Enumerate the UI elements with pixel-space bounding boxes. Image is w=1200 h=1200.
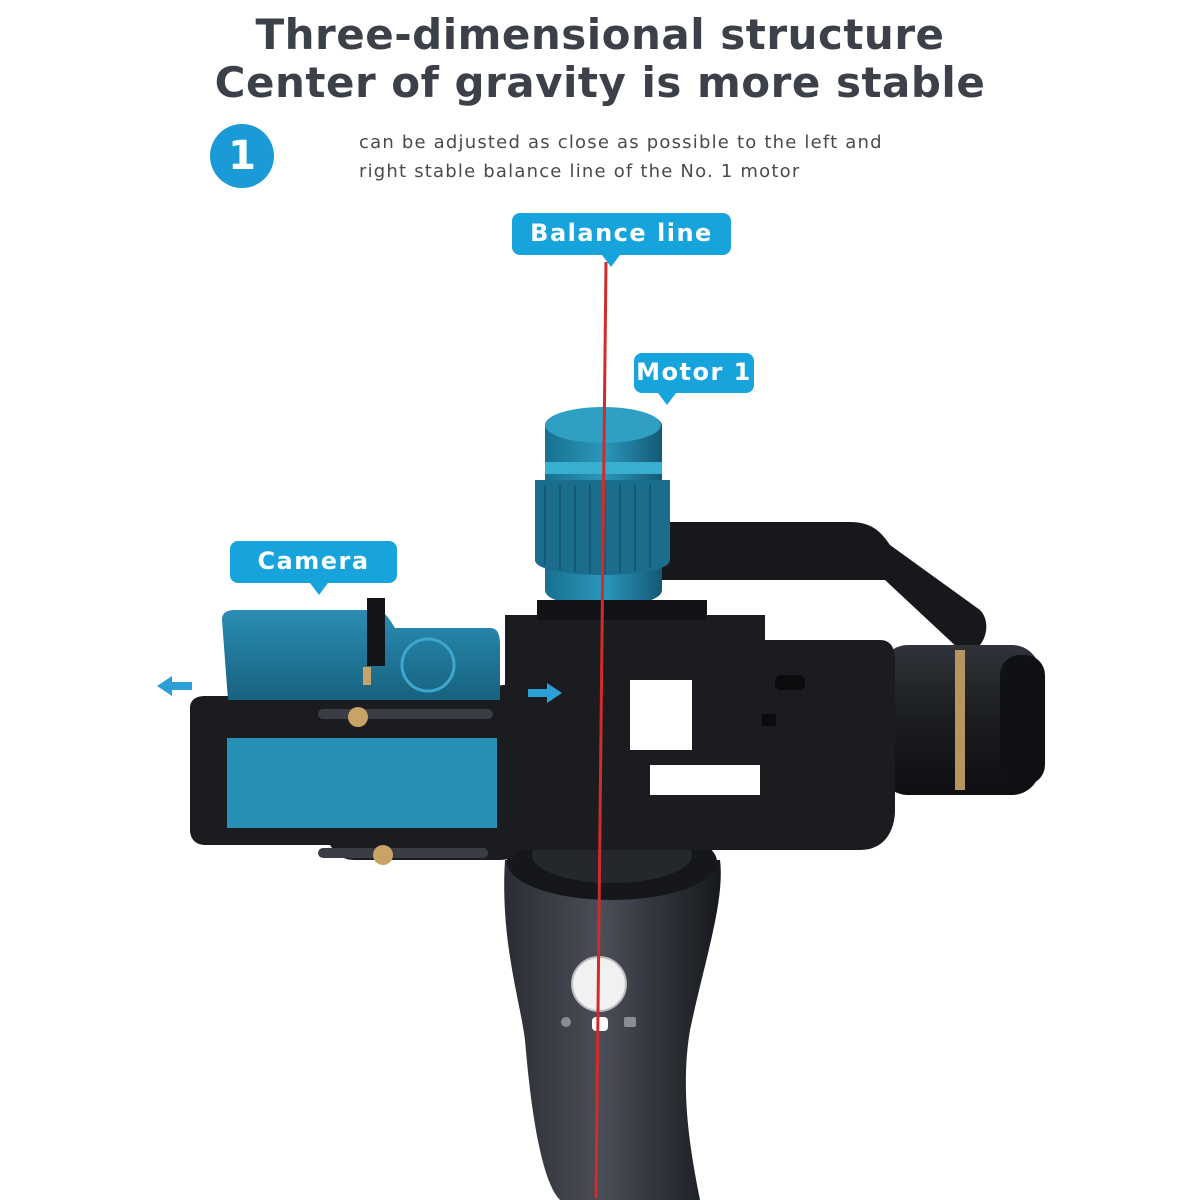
camera-label: Camera <box>257 547 370 575</box>
balance-line <box>594 261 608 1199</box>
arrow-right-icon <box>528 683 562 703</box>
action-camera <box>222 598 500 865</box>
motor-1-callout: Motor 1 <box>634 353 754 405</box>
headline-line-2: Center of gravity is more stable <box>214 58 986 107</box>
camera-mount-plate <box>485 600 895 850</box>
gimbal-handle <box>504 824 721 1200</box>
balance-line-label: Balance line <box>530 219 713 247</box>
headline-line-1: Three-dimensional structure <box>255 10 945 59</box>
step-description: can be adjusted as close as possible to … <box>359 128 979 186</box>
step-number-badge: 1 <box>210 124 274 188</box>
gimbal-arm <box>570 522 987 650</box>
camera-callout: Camera <box>230 541 397 595</box>
arrow-left-icon <box>157 676 192 696</box>
side-motor <box>880 645 1045 795</box>
step-description-line-2: right stable balance line of the No. 1 m… <box>359 161 801 182</box>
step-description-line-1: can be adjusted as close as possible to … <box>359 132 883 153</box>
motor-1-label: Motor 1 <box>636 358 752 386</box>
balance-line-callout: Balance line <box>512 213 731 267</box>
